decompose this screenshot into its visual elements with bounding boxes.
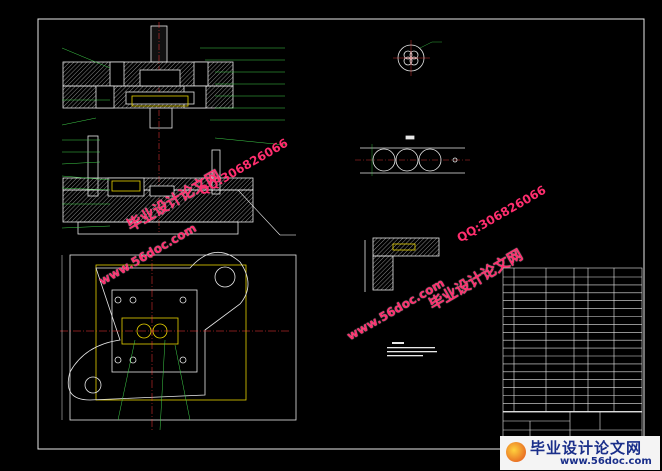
logo-url-text: www.56doc.com [560,456,652,467]
logo-badge-icon [506,442,526,462]
die-plan-view [60,250,297,431]
leader-lines-left [61,47,111,229]
drawing-border [37,18,645,450]
site-logo: 毕业设计论文网 www.56doc.com [500,436,660,470]
strip-layout [355,135,470,176]
assembly-section-view [62,22,296,236]
technical-notes [387,342,437,357]
partial-section [364,237,440,292]
workpiece-detail [393,40,442,76]
bill-of-materials-table [502,267,643,413]
leader-lines-right [200,47,286,146]
logo-brand-text: 毕业设计论文网 [530,439,643,457]
